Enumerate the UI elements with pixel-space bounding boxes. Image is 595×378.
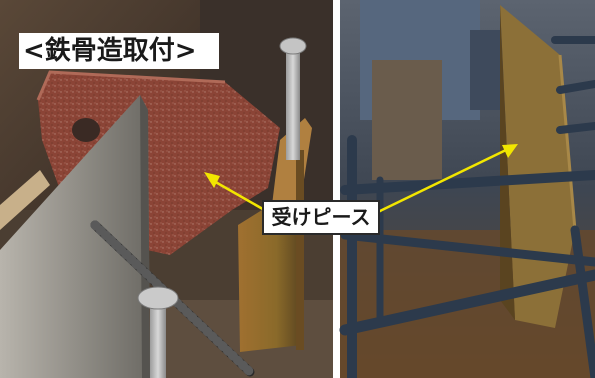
arrow-icon (204, 144, 518, 214)
receiving-piece-right (500, 5, 577, 328)
rebar-grid (339, 36, 595, 378)
photo-caption: <鉄骨造取付> (19, 33, 219, 69)
left-photo (0, 0, 333, 378)
right-photo (339, 0, 595, 378)
callout-label: 受けピース (262, 200, 380, 235)
bolt-bottom (137, 286, 179, 378)
receiving-piece-left (238, 118, 312, 352)
bolt-top (279, 37, 307, 160)
